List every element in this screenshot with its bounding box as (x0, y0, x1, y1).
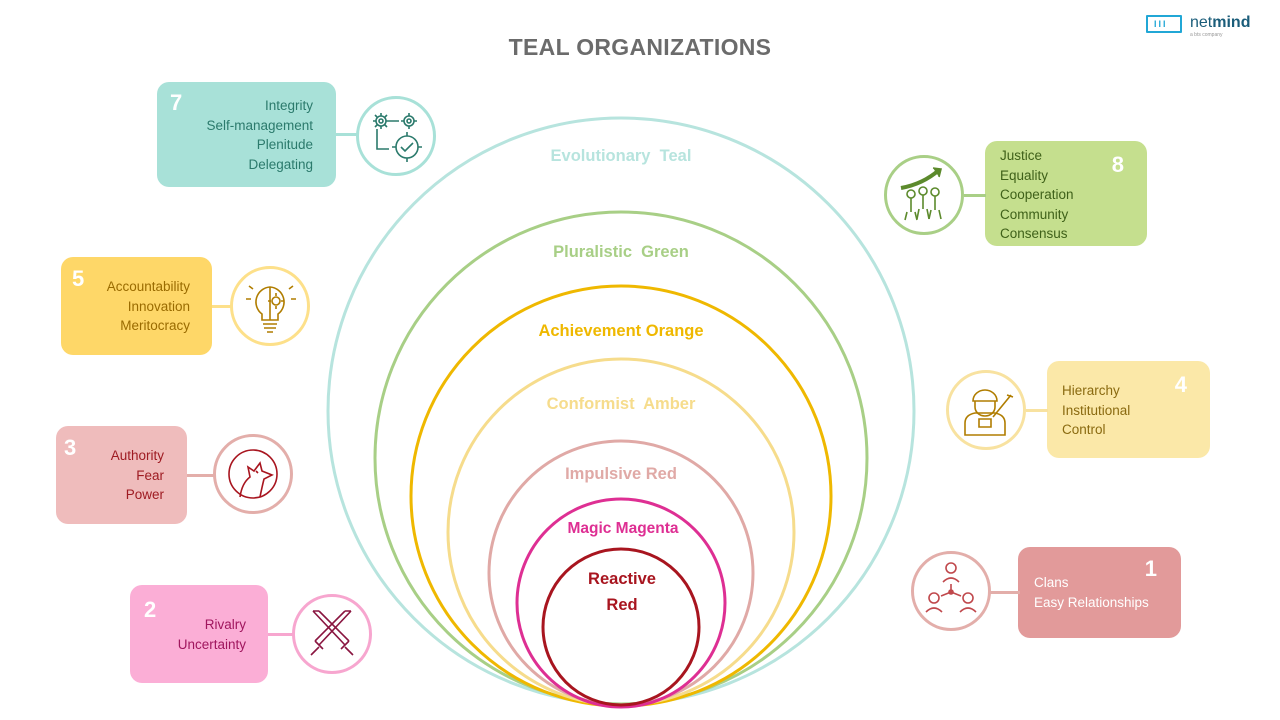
logo-tagline: a bts company (1190, 32, 1223, 38)
value-item: Integrity (264, 98, 313, 113)
value-item: Clans (1034, 575, 1069, 590)
connector-1 (990, 591, 1020, 594)
lightbulb-gear-icon (230, 266, 310, 346)
page-title: TEAL ORGANIZATIONS (508, 34, 772, 60)
connector-2 (268, 633, 294, 636)
stage-card-4: 4 Hierarchy Institutional Control (1047, 361, 1210, 458)
connector-7 (336, 133, 358, 136)
ring-label-magic-magenta: Magic Magenta (567, 520, 678, 537)
logo-text-light: net (1190, 14, 1213, 31)
crossed-swords-icon (292, 594, 372, 674)
connector-4 (1026, 409, 1048, 412)
value-item: Easy Relationships (1034, 594, 1149, 610)
value-item: Delegating (248, 156, 313, 172)
stage-values: Justice Equality Cooperation Community C… (1000, 146, 1074, 244)
stage-card-7: 7 Integrity Self-management Plenitude De… (157, 82, 336, 187)
value-item: Hierarchy (1062, 383, 1120, 398)
ring-label-pluralistic-green: Pluralistic Green (553, 243, 689, 261)
team-growth-icon (884, 155, 964, 235)
value-item: Rivalry (204, 617, 246, 632)
value-item: Uncertainty (177, 636, 246, 652)
value-item: Accountability (106, 279, 190, 294)
connector-3 (187, 474, 215, 477)
stage-card-5: 5 Accountability Innovation Meritocracy (61, 257, 212, 355)
stage-number: 7 (170, 90, 183, 115)
stage-number: 8 (1111, 152, 1124, 177)
stage-number: 4 (1174, 372, 1187, 397)
stage-values: Authority Fear Power (111, 446, 164, 505)
soldier-icon (946, 370, 1026, 450)
ring-label-reactive-red-line1: Reactive (588, 570, 656, 588)
stage-values: Hierarchy Institutional Control (1062, 381, 1130, 440)
netmind-logo: III netmind a bts company (1146, 14, 1256, 44)
gears-process-icon (356, 96, 436, 176)
stage-values: Clans Easy Relationships (1034, 573, 1149, 612)
stage-values: Accountability Innovation Meritocracy (107, 277, 190, 336)
value-item: Innovation (127, 298, 190, 314)
value-item: Self-management (206, 117, 313, 133)
value-item: Authority (110, 448, 164, 463)
ring-label-conformist-amber: Conformist Amber (547, 395, 696, 413)
stage-card-8: 8 Justice Equality Cooperation Community… (985, 141, 1147, 246)
ring-label-evolutionary-teal: Evolutionary Teal (551, 147, 692, 165)
logo-text-bold: mind (1212, 14, 1251, 31)
logo-bars: III (1154, 19, 1168, 29)
value-item: Power (125, 487, 164, 502)
ring-label-impulsive-red: Impulsive Red (565, 465, 677, 483)
connector-5 (212, 305, 232, 308)
value-item: Community (1000, 206, 1069, 222)
logo-mark (1146, 15, 1182, 33)
ring-magic-magenta (515, 497, 727, 709)
value-item: Justice (1000, 148, 1043, 163)
stage-card-3: 3 Authority Fear Power (56, 426, 187, 524)
howling-wolf-icon (213, 434, 293, 514)
stage-number: 2 (144, 597, 157, 622)
value-item: Equality (1000, 167, 1049, 183)
stage-card-1: 1 Clans Easy Relationships (1018, 547, 1181, 638)
ring-achievement-orange (409, 284, 833, 708)
value-item: Control (1062, 422, 1106, 437)
value-item: Consensus (1000, 226, 1068, 241)
value-item: Cooperation (1000, 187, 1074, 202)
value-item: Institutional (1062, 402, 1131, 418)
stage-number: 1 (1144, 556, 1157, 581)
value-item: Fear (136, 467, 164, 483)
ring-reactive-red (541, 547, 701, 707)
people-network-icon (911, 551, 991, 631)
stage-number: 5 (72, 266, 85, 291)
value-item: Plenitude (256, 137, 313, 152)
ring-label-reactive-red-line2: Red (606, 596, 637, 614)
logo-text: netmind (1190, 14, 1250, 32)
ring-label-achievement-orange: Achievement Orange (538, 322, 703, 340)
value-item: Meritocracy (120, 318, 190, 333)
stage-number: 3 (64, 435, 77, 460)
stage-values: Rivalry Uncertainty (178, 615, 246, 654)
stage-card-2: 2 Rivalry Uncertainty (130, 585, 268, 683)
connector-8 (964, 194, 986, 197)
stage-values: Integrity Self-management Plenitude Dele… (206, 96, 313, 174)
